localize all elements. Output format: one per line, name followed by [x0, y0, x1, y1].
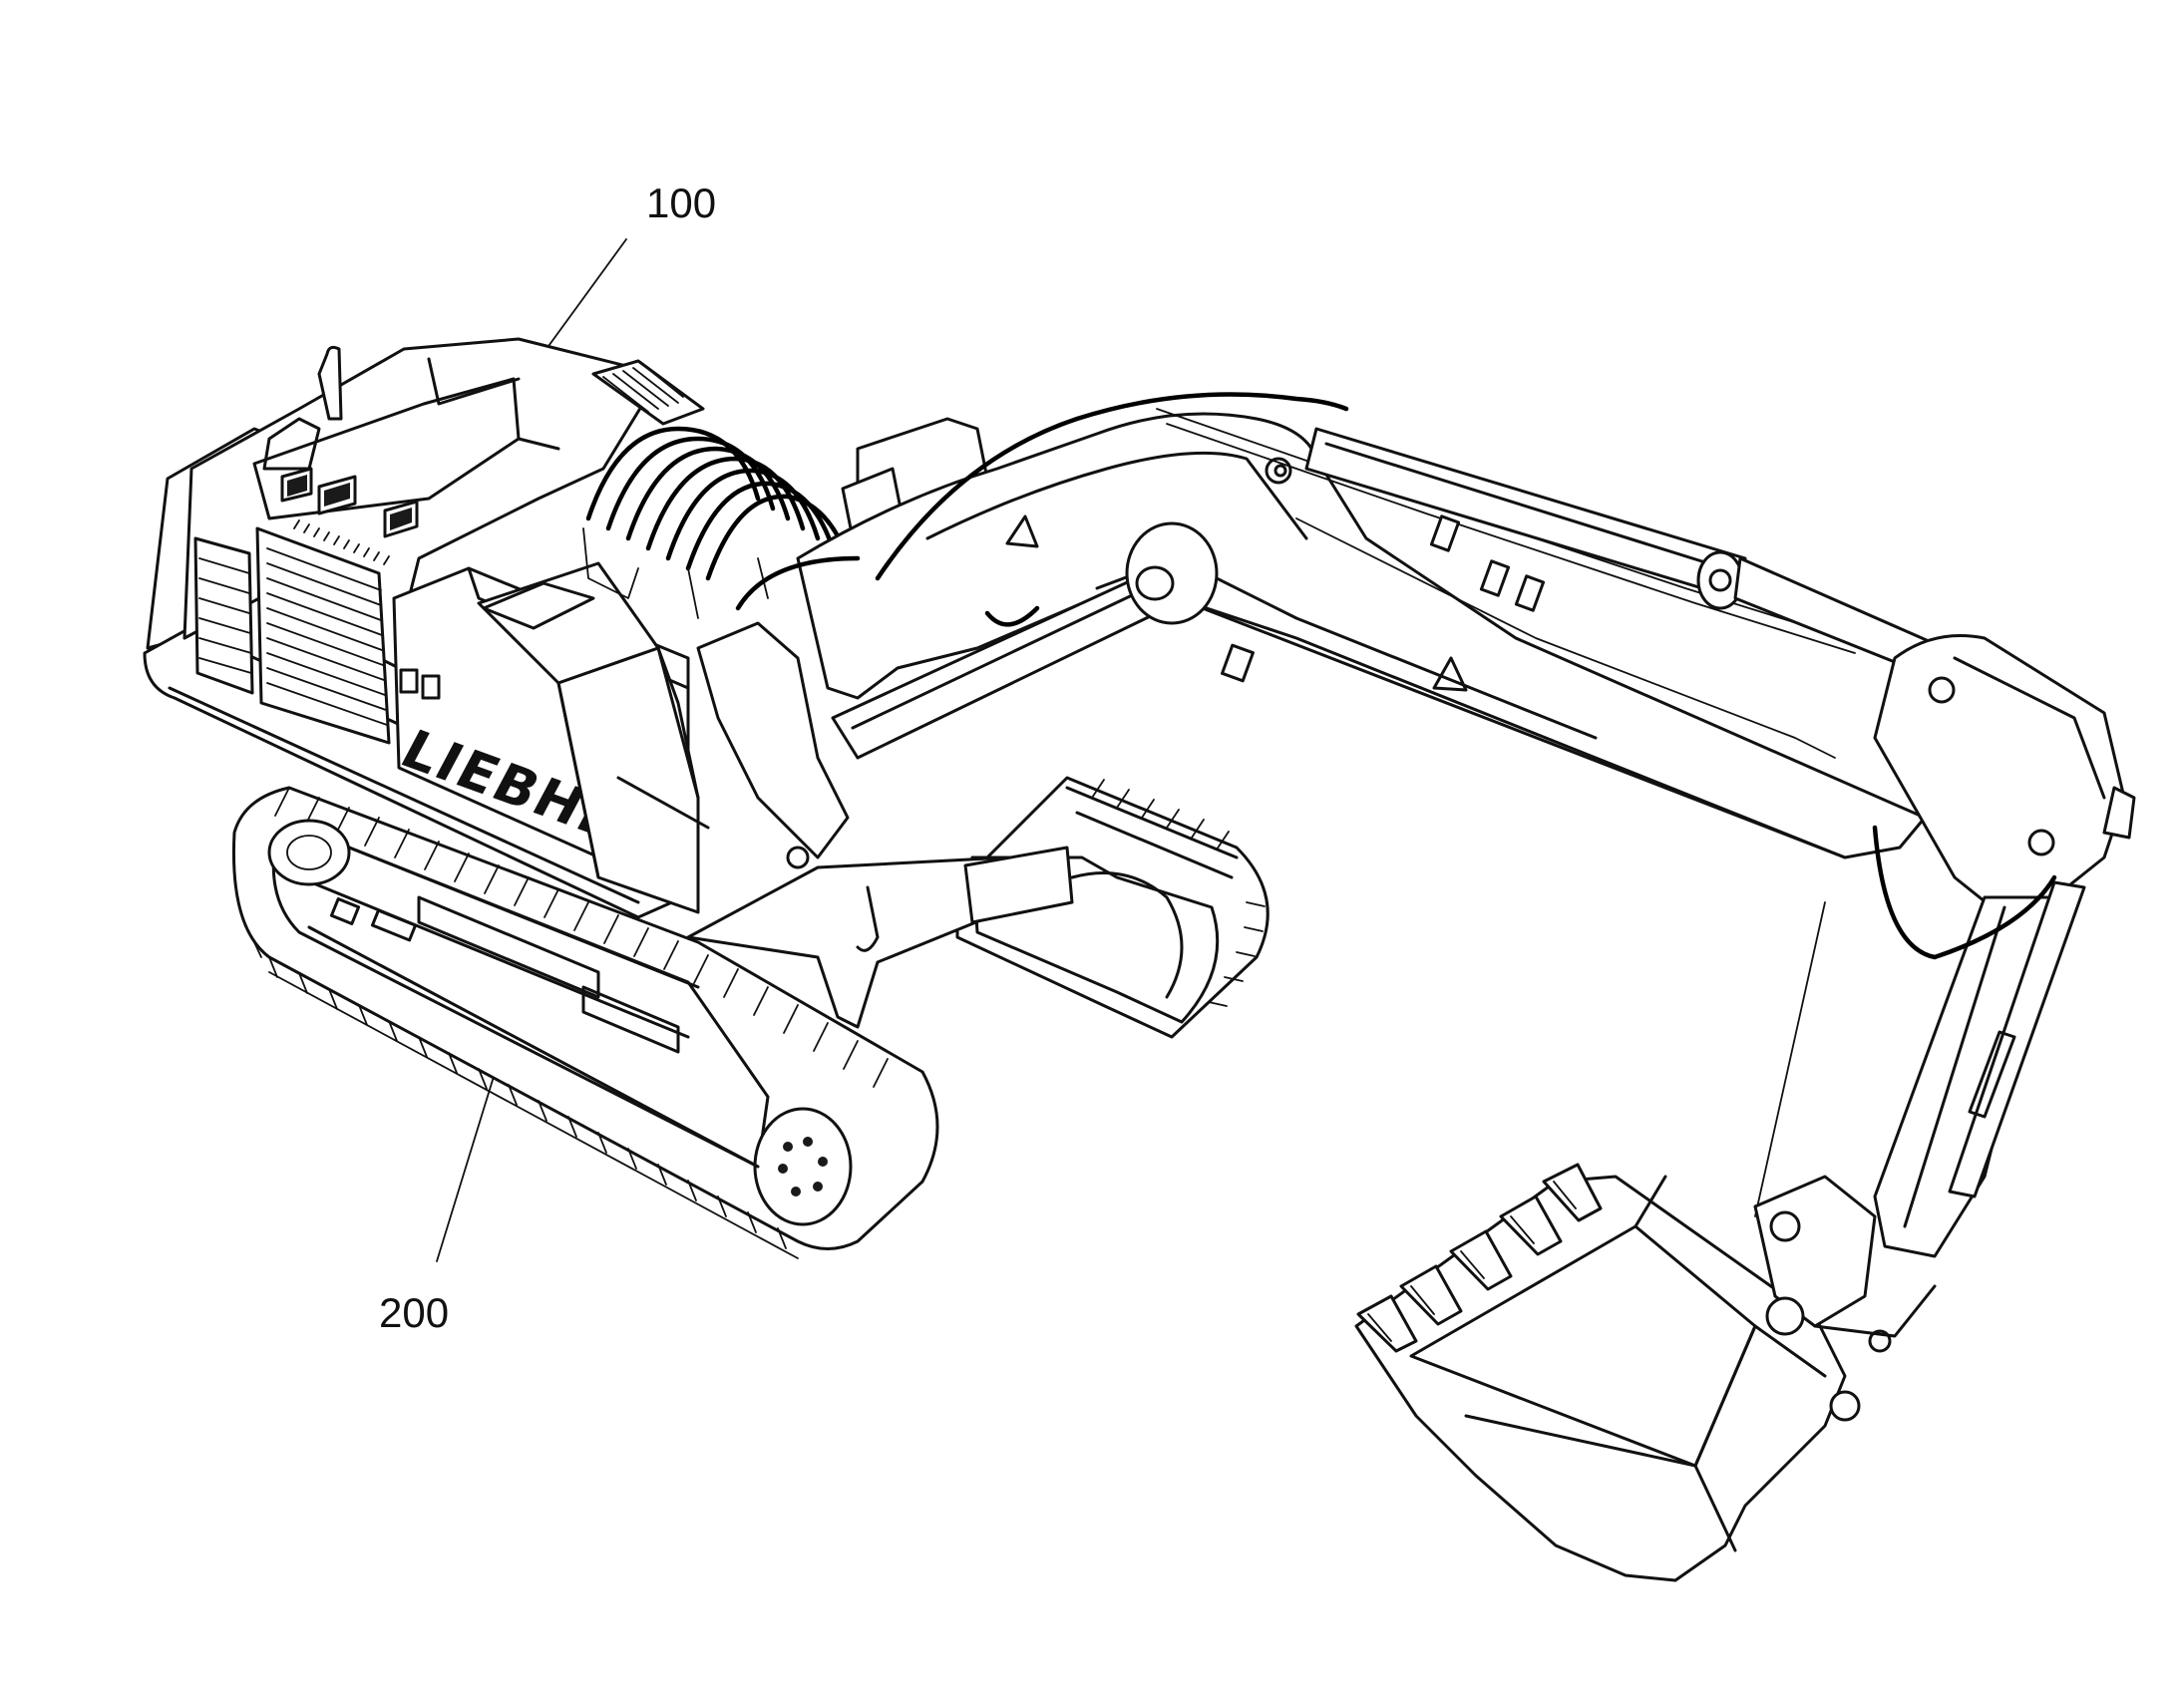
front-crawler-track: [231, 786, 939, 1259]
stick-arm: [1754, 634, 2136, 1258]
bucket-cylinder: [1948, 880, 2086, 1198]
stick-pin-lower: [2027, 829, 2055, 856]
boom: [696, 392, 1927, 869]
radiator-door: [255, 526, 391, 745]
track-shoes-bottom: [253, 941, 799, 1259]
bucket-teeth: [1356, 1163, 1603, 1353]
leader-line-200: [436, 1066, 498, 1262]
hood-vents: [280, 467, 419, 538]
bucket: [1354, 1163, 1937, 1582]
undercarriage-center: [686, 846, 1074, 1029]
stick-pin-upper: [1928, 676, 1956, 704]
sprocket-bolts: [778, 1137, 828, 1196]
panel-badge: [399, 668, 419, 694]
reference-label-100: 100: [646, 179, 717, 226]
reference-label-200: 200: [379, 1289, 450, 1336]
boom-body: [796, 412, 1927, 859]
hydraulic-coils: [582, 426, 851, 619]
top-vent-slits: [293, 519, 390, 565]
roof-grille: [591, 359, 705, 426]
side-louvre: [193, 536, 254, 695]
idler-wheel: [267, 819, 351, 886]
slewing-ring-cover: [963, 846, 1074, 924]
upper-carriage: LIEBHERR: [143, 337, 851, 919]
stick-cylinder: [1304, 427, 1947, 680]
radiator-fins: [266, 547, 388, 726]
panel-badge-2: [421, 674, 441, 700]
track-shoes-top: [274, 787, 889, 1088]
drive-sprocket: [753, 1107, 853, 1226]
exhaust-pipe: [317, 345, 343, 421]
track-frame: [271, 826, 770, 1169]
